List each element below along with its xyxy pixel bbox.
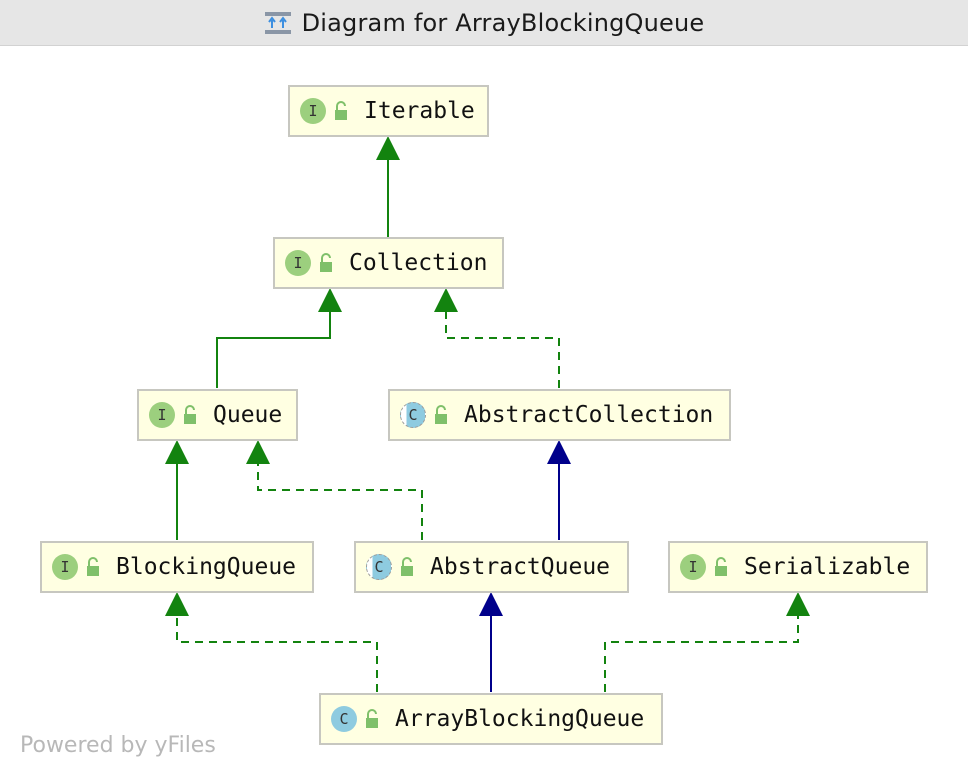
abstract-class-icon: C xyxy=(400,402,426,428)
public-lock-icon xyxy=(320,253,332,272)
node-label: BlockingQueue xyxy=(116,554,297,580)
node-label: Iterable xyxy=(364,98,475,124)
edge-abstractqueue-queue xyxy=(246,440,423,540)
node-collection[interactable]: I Collection xyxy=(273,237,504,289)
public-lock-icon xyxy=(87,557,99,576)
node-queue[interactable]: I Queue xyxy=(137,389,298,441)
public-lock-icon xyxy=(435,405,447,424)
public-lock-icon xyxy=(401,557,413,576)
public-lock-icon xyxy=(335,101,347,120)
powered-by-label: Powered by yFiles xyxy=(20,733,216,758)
edge-arrayblockingqueue-blockingqueue xyxy=(165,592,378,692)
edge-abstractcollection-collection xyxy=(434,288,560,388)
class-icon: C xyxy=(331,706,357,732)
edge-collection-iterable xyxy=(376,136,400,237)
diagram-canvas[interactable]: I Iterable I Collection I Queue C Abstra… xyxy=(0,46,968,780)
node-label: Collection xyxy=(349,250,488,276)
node-abstract-queue[interactable]: C AbstractQueue xyxy=(354,541,629,593)
node-abstract-collection[interactable]: C AbstractCollection xyxy=(388,389,731,441)
node-label: AbstractQueue xyxy=(430,554,611,580)
node-iterable[interactable]: I Iterable xyxy=(288,85,489,137)
interface-icon: I xyxy=(300,98,326,124)
title-bar: Diagram for ArrayBlockingQueue xyxy=(0,0,968,46)
node-label: Queue xyxy=(213,402,283,428)
abstract-class-icon: C xyxy=(366,554,392,580)
edges-layer xyxy=(165,136,810,692)
edge-abstractqueue-abstractcollection xyxy=(547,440,571,540)
interface-icon: I xyxy=(52,554,78,580)
node-blocking-queue[interactable]: I BlockingQueue xyxy=(40,541,314,593)
edge-queue-collection xyxy=(216,288,342,388)
public-lock-icon xyxy=(366,709,378,728)
edge-blockingqueue-queue xyxy=(165,440,189,540)
interface-icon: I xyxy=(285,250,311,276)
node-label: ArrayBlockingQueue xyxy=(395,706,645,732)
interface-icon: I xyxy=(149,402,175,428)
class-hierarchy-icon xyxy=(264,11,291,34)
node-label: Serializable xyxy=(744,554,911,580)
node-array-blocking-queue[interactable]: C ArrayBlockingQueue xyxy=(319,693,663,745)
public-lock-icon xyxy=(715,557,727,576)
window-title: Diagram for ArrayBlockingQueue xyxy=(301,8,705,37)
node-serializable[interactable]: I Serializable xyxy=(668,541,928,593)
edge-arrayblockingqueue-serializable xyxy=(604,592,810,692)
edge-arrayblockingqueue-abstractqueue xyxy=(479,592,503,692)
node-label: AbstractCollection xyxy=(464,402,714,428)
interface-icon: I xyxy=(680,554,706,580)
public-lock-icon xyxy=(184,405,196,424)
